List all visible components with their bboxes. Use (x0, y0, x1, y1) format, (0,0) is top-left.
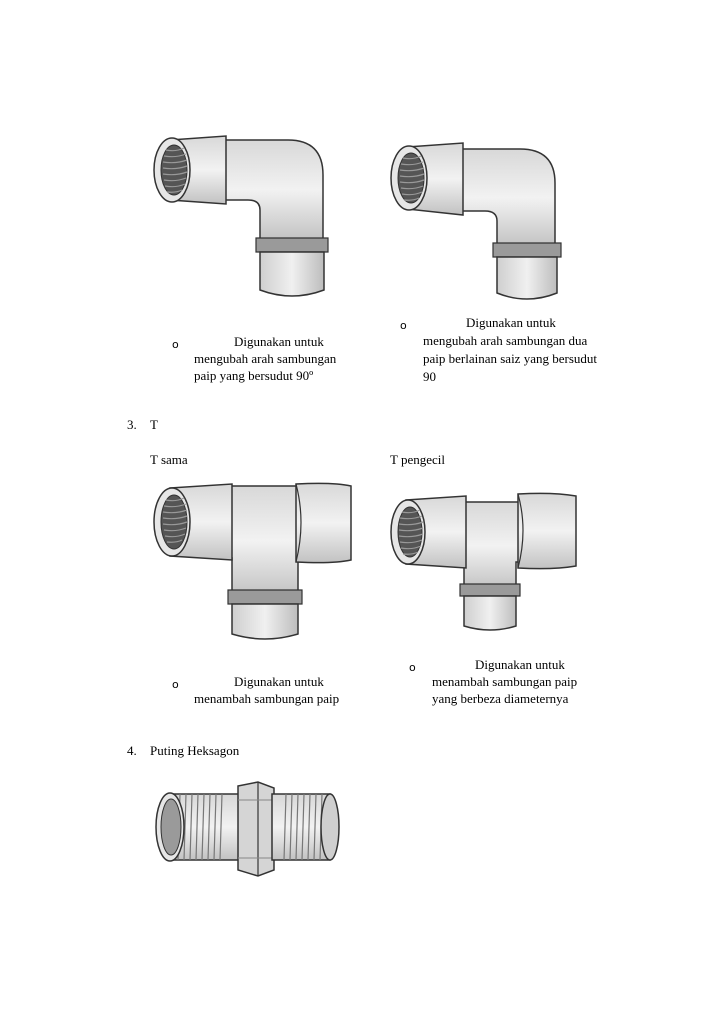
tee-reducer-desc-line3: yang berbeza diameternya (432, 691, 569, 706)
section-3-title: T (150, 417, 158, 432)
hex-nipple-illustration (155, 781, 340, 877)
tee-reducer-illustration (390, 492, 577, 631)
elbow-reducer-illustration (390, 142, 562, 300)
list-bullet: o (400, 319, 407, 332)
list-bullet: o (172, 678, 179, 691)
elbow-90-illustration (153, 135, 329, 297)
elbow-equal-desc-line1: Digunakan untuk (234, 334, 324, 349)
tee-equal-desc-line1: Digunakan untuk (234, 674, 324, 689)
elbow-equal-desc-line2: mengubah arah sambungan (194, 351, 337, 366)
tee-equal-illustration (153, 482, 352, 640)
tee-reducer-desc-line2: menambah sambungan paip (432, 674, 578, 689)
section-4-title: Puting Heksagon (150, 743, 240, 758)
list-bullet: o (409, 661, 416, 674)
elbow-reducer-desc-line1: Digunakan untuk (466, 315, 556, 330)
tee-reducer-label: T pengecil (390, 452, 445, 467)
list-bullet: o (172, 338, 179, 351)
elbow-reducer-desc-line4: 90 (423, 369, 436, 384)
section-3-number: 3. (127, 417, 137, 432)
elbow-equal-desc-line3: paip yang bersudut 90º (194, 368, 314, 383)
tee-reducer-desc-line1: Digunakan untuk (475, 657, 565, 672)
section-4-number: 4. (127, 743, 137, 758)
tee-equal-desc-line2: menambah sambungan paip (194, 691, 340, 706)
elbow-reducer-desc-line3: paip berlainan saiz yang bersudut (423, 351, 597, 366)
elbow-reducer-desc-line2: mengubah arah sambungan dua (423, 333, 588, 348)
tee-equal-label: T sama (150, 452, 188, 467)
